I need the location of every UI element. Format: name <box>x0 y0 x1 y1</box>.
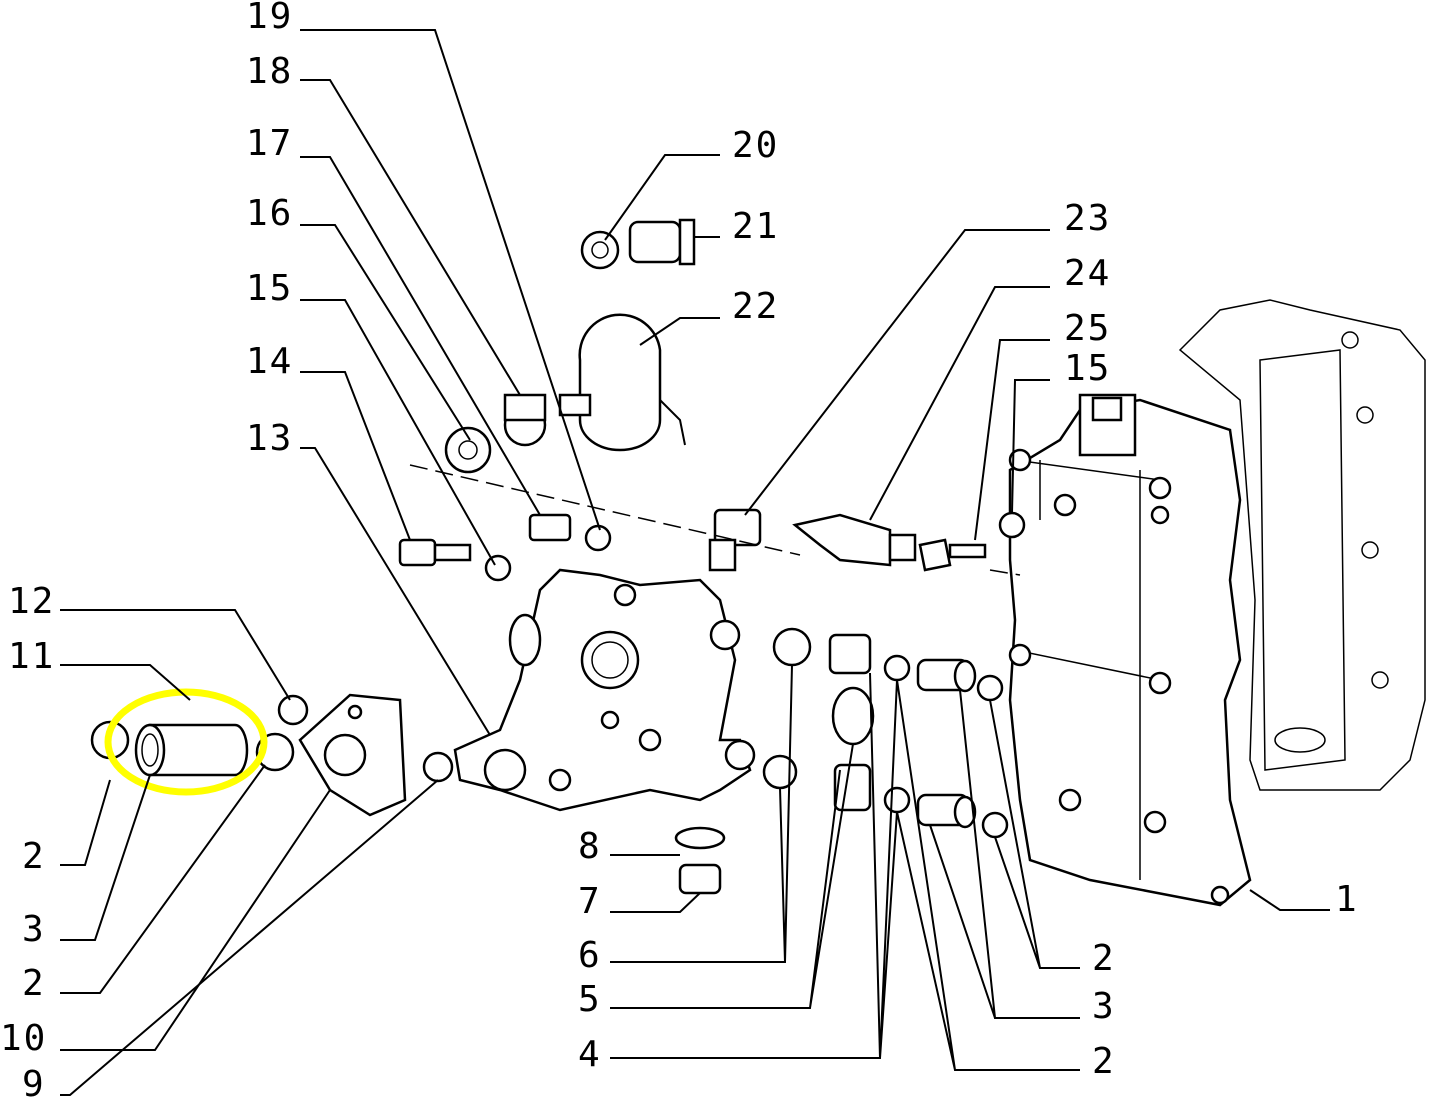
callout-8: 8 <box>578 826 602 867</box>
callout-2: 2 <box>22 963 46 1004</box>
callout-4: 4 <box>578 1034 602 1075</box>
part-10-flange <box>298 693 407 817</box>
callout-15: 15 <box>1064 348 1111 389</box>
callout-13: 13 <box>246 418 293 459</box>
callout-15: 15 <box>246 268 293 309</box>
callout-16: 16 <box>246 193 293 234</box>
callout-17: 17 <box>246 123 293 164</box>
callout-19: 19 <box>246 0 293 37</box>
callout-25: 25 <box>1064 308 1111 349</box>
callout-9: 9 <box>22 1064 46 1100</box>
callout-22: 22 <box>732 286 779 327</box>
callout-18: 18 <box>246 51 293 92</box>
callout-3: 3 <box>1092 986 1116 1027</box>
callout-24: 24 <box>1064 253 1111 294</box>
cylinder-head-outline <box>1178 299 1426 791</box>
callout-23: 23 <box>1064 198 1111 239</box>
callout-14: 14 <box>246 341 293 382</box>
callout-labels: 19 18 17 16 15 14 13 12 11 2 3 2 10 9 20… <box>0 0 1359 1100</box>
callout-1: 1 <box>1335 879 1359 920</box>
callout-5: 5 <box>578 979 602 1020</box>
callout-10: 10 <box>0 1018 47 1059</box>
callout-2: 2 <box>1092 938 1116 979</box>
callout-6: 6 <box>578 935 602 976</box>
highlight-circle <box>104 688 268 796</box>
callout-21: 21 <box>732 206 779 247</box>
callout-7: 7 <box>578 881 602 922</box>
callout-3: 3 <box>22 909 46 950</box>
callout-2: 2 <box>22 836 46 877</box>
callout-20: 20 <box>732 125 779 166</box>
part-1-thermostat-housing <box>1008 393 1252 907</box>
callout-12: 12 <box>8 581 55 622</box>
callout-11: 11 <box>8 636 55 677</box>
small-parts <box>277 218 1026 895</box>
callout-2: 2 <box>1092 1041 1116 1082</box>
part-13-water-outlet <box>453 568 756 812</box>
leader-lines <box>60 29 1330 1096</box>
